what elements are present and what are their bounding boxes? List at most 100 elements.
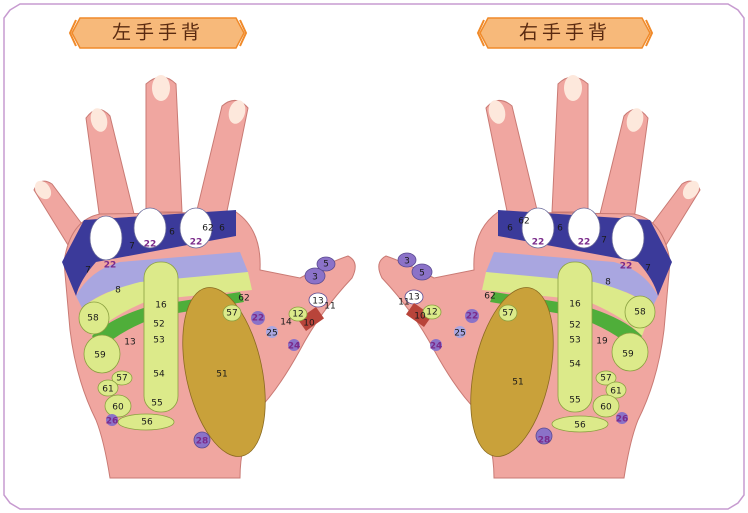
right-label-53: 53 — [569, 336, 580, 346]
right-zone-59 — [611, 332, 649, 372]
right-label-3: 3 — [404, 257, 410, 267]
right-hand: 6 62 22 6 22 7 22 7 8 58 59 19 16 52 53 … — [378, 75, 701, 479]
left-label-51: 51 — [216, 370, 227, 380]
right-label-25: 25 — [454, 329, 465, 339]
right-index — [485, 100, 539, 217]
right-label-12: 12 — [426, 308, 437, 318]
right-label-22b: 22 — [578, 238, 591, 248]
left-ring — [85, 109, 135, 221]
right-zone-58 — [624, 295, 656, 329]
right-zone-10 — [405, 302, 433, 328]
left-zone-60 — [104, 394, 132, 418]
left-ring-nail — [90, 108, 108, 132]
right-label-62b: 62 — [484, 292, 495, 302]
left-gap-3 — [179, 207, 213, 249]
right-zone-56 — [551, 415, 609, 433]
left-label-8: 8 — [115, 286, 121, 296]
left-label-11: 11 — [324, 302, 335, 312]
right-label-26: 26 — [616, 415, 629, 425]
left-label-26: 26 — [106, 417, 119, 427]
left-label-3: 3 — [312, 273, 318, 283]
right-label-5: 5 — [419, 269, 425, 279]
left-middle — [145, 76, 183, 213]
left-hand-title: 左手手背 — [112, 22, 204, 44]
left-label-14: 14 — [280, 318, 292, 328]
left-zone-26 — [106, 414, 118, 426]
right-label-19: 19 — [596, 337, 608, 347]
left-label-13b: 13 — [312, 297, 323, 307]
left-zone-22d — [251, 311, 265, 325]
right-pinky-nail — [682, 180, 700, 200]
left-label-7b: 7 — [129, 242, 135, 252]
left-zone-56 — [117, 413, 175, 431]
left-zone-61 — [97, 379, 119, 397]
right-zone-25 — [454, 326, 466, 338]
left-label-12: 12 — [292, 310, 303, 320]
left-label-7: 7 — [85, 266, 91, 276]
right-zone-57b — [498, 304, 518, 322]
right-label-6a: 6 — [507, 224, 513, 234]
right-label-54: 54 — [569, 360, 581, 370]
left-label-55: 55 — [151, 399, 162, 409]
right-label-58: 58 — [634, 308, 646, 318]
left-zone-24 — [288, 339, 300, 351]
left-zone-25 — [266, 326, 278, 338]
right-label-10: 10 — [414, 312, 426, 322]
right-label-24: 24 — [430, 342, 443, 352]
left-label-25: 25 — [266, 329, 277, 339]
right-label-13: 13 — [408, 293, 419, 303]
right-label-52: 52 — [569, 321, 580, 331]
right-zone-24 — [430, 339, 442, 351]
left-zone-57a — [111, 370, 133, 386]
right-hand-title: 右手手背 — [519, 22, 611, 44]
left-zone-28 — [193, 431, 211, 449]
left-zone-column — [143, 261, 179, 413]
right-label-57a: 57 — [600, 374, 611, 384]
left-label-61: 61 — [102, 385, 113, 395]
left-pinky-nail — [34, 180, 52, 200]
right-gap-2 — [567, 207, 601, 249]
left-zone-12 — [288, 306, 308, 322]
left-gap-1 — [89, 215, 123, 261]
right-label-62a: 62 — [518, 217, 529, 227]
right-label-22a: 22 — [532, 238, 545, 248]
left-label-6: 6 — [169, 228, 175, 238]
right-label-61: 61 — [610, 387, 621, 397]
right-label-28: 28 — [538, 436, 551, 446]
right-label-22d: 22 — [466, 312, 479, 322]
right-label-22c: 22 — [620, 262, 633, 272]
right-label-56: 56 — [574, 421, 586, 431]
right-zone-28 — [535, 427, 553, 445]
right-label-6b: 6 — [557, 224, 563, 234]
left-label-62a: 62 — [202, 224, 213, 234]
right-zone-3 — [397, 252, 417, 268]
left-zone-10 — [297, 306, 325, 332]
right-label-11: 11 — [398, 298, 409, 308]
left-zone-59 — [83, 334, 121, 374]
right-zone-22d — [465, 309, 479, 323]
right-label-16: 16 — [569, 300, 581, 310]
left-label-22b: 22 — [144, 240, 157, 250]
left-label-59: 59 — [94, 351, 106, 361]
left-hand: 7 7 6 6 22 22 22 62 8 58 59 13 16 52 53 … — [33, 75, 356, 479]
right-zone-5 — [411, 263, 433, 281]
left-label-13: 13 — [124, 338, 135, 348]
right-zone-61 — [605, 381, 627, 399]
right-zone-60 — [592, 394, 620, 418]
right-zone-26 — [616, 412, 628, 424]
left-label-5: 5 — [323, 260, 329, 270]
left-label-52: 52 — [153, 320, 164, 330]
left-label-60: 60 — [112, 403, 124, 413]
left-label-54: 54 — [153, 370, 165, 380]
left-label-10: 10 — [303, 319, 315, 329]
right-label-60: 60 — [600, 403, 612, 413]
left-zone-5 — [316, 256, 336, 272]
right-zone-column — [557, 261, 593, 413]
right-ring-nail — [626, 108, 644, 132]
left-label-22c: 22 — [190, 238, 203, 248]
left-label-6b: 6 — [219, 224, 225, 234]
frame-border — [3, 3, 745, 510]
left-label-62b: 62 — [238, 294, 249, 304]
